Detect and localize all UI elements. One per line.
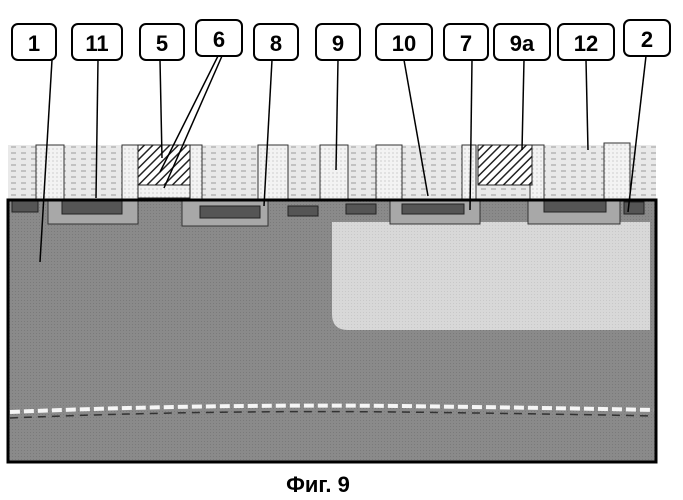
label-11: 11 [85, 31, 108, 56]
label-6: 6 [213, 27, 225, 52]
label-5: 5 [156, 31, 168, 56]
figure-caption: Фиг. 9 [286, 472, 350, 497]
well-region-2 [332, 222, 650, 330]
label-10: 10 [392, 31, 416, 56]
contact-pillars [36, 143, 630, 200]
label-9a: 9a [510, 31, 535, 56]
gate-electrode-9a [478, 145, 532, 185]
label-1: 1 [28, 31, 40, 56]
label-12: 12 [574, 31, 598, 56]
label-8: 8 [270, 31, 282, 56]
label-2: 2 [641, 27, 653, 52]
label-7: 7 [460, 31, 472, 56]
label-9: 9 [332, 31, 344, 56]
